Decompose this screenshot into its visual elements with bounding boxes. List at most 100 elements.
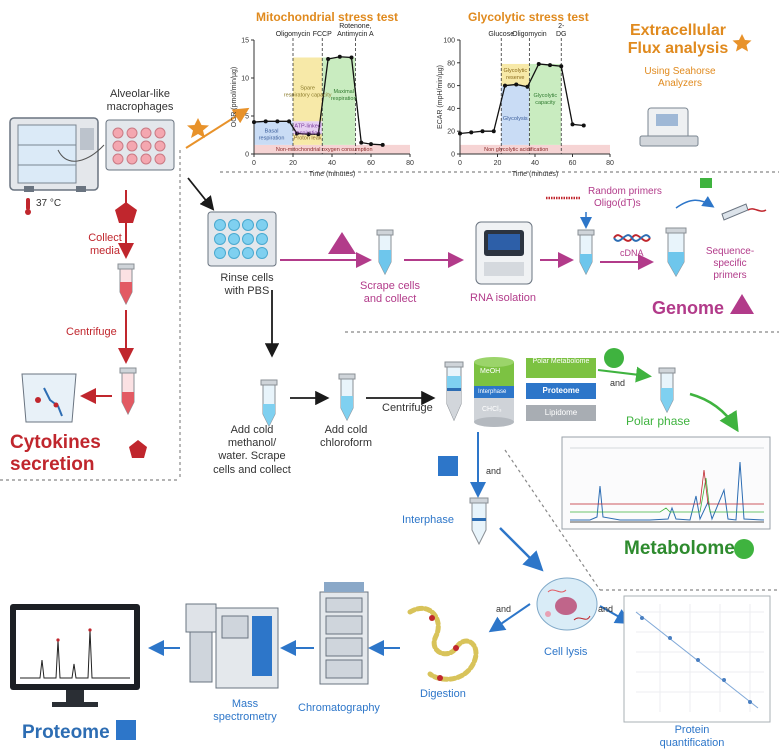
- separators: [0, 150, 779, 591]
- y-tick-label: 15: [241, 38, 249, 45]
- phase-cylinder-icon: [474, 357, 514, 427]
- proteome-box: [526, 383, 596, 399]
- x-tick-label: 80: [606, 160, 614, 167]
- proteome-square-icon: [116, 720, 136, 740]
- data-point: [337, 54, 342, 59]
- and-label-1: and: [610, 378, 626, 388]
- x-axis-label: Time (minutes): [512, 171, 558, 178]
- region-4: [293, 134, 323, 145]
- cell-lysis-label: Cell lysis: [544, 646, 588, 658]
- centrifuge-mid-label: Centrifuge: [382, 402, 433, 414]
- proteome-box-label: Proteome: [542, 386, 580, 395]
- mass-spectrometer-icon: [185, 603, 279, 689]
- y-tick-label: 60: [447, 83, 455, 90]
- region-label: reserve: [506, 75, 524, 81]
- data-point: [559, 64, 564, 69]
- tube-cdna-icon: [665, 227, 687, 278]
- data-point: [369, 142, 373, 147]
- cell-icon: [536, 577, 598, 631]
- tube-red-1-icon: [117, 263, 135, 306]
- y-tick-label: 100: [443, 38, 455, 45]
- tube-methanol-icon: [260, 379, 278, 428]
- incubator-icon: [9, 117, 99, 192]
- proteome-label: Proteome: [22, 722, 110, 743]
- x-tick-label: 40: [531, 160, 539, 167]
- region-label: Non-mitochondrial oxygen consumption: [276, 147, 373, 153]
- injection-label: 2-: [558, 23, 565, 30]
- region-label: Non glycolytic acidification: [484, 147, 548, 153]
- cdna-label: cDNA: [620, 248, 644, 258]
- tube-polar-icon: [658, 367, 676, 414]
- seahorse-analyzer-icon: [639, 107, 699, 147]
- region-label: Glycolytic: [504, 68, 528, 74]
- region-2: [501, 63, 530, 86]
- data-point: [491, 129, 496, 134]
- data-point: [252, 120, 256, 125]
- star-icon: [187, 118, 209, 138]
- region-5: [322, 57, 356, 145]
- region-label: respiration: [295, 130, 321, 136]
- data-point: [581, 123, 586, 128]
- tube-phases-icon: [444, 361, 464, 422]
- x-tick-label: 60: [367, 160, 375, 167]
- region-label: Glycolytic: [534, 93, 558, 99]
- tube-rna-icon: [577, 229, 595, 276]
- data-point: [570, 122, 575, 127]
- genome-triangle-icon: [730, 294, 754, 314]
- interphase-label: Interphase: [402, 514, 454, 526]
- triangle-icon: [328, 232, 356, 254]
- data-point: [306, 132, 311, 137]
- y-tick-label: 0: [451, 152, 455, 159]
- tube-chloroform-icon: [338, 373, 356, 422]
- x-tick-label: 80: [406, 160, 414, 167]
- region-3: [293, 121, 323, 135]
- polar-phase-label: Polar phase: [626, 414, 691, 428]
- hplc-icon: [319, 582, 369, 685]
- chcl3-label: CHCl₃: [482, 406, 502, 413]
- region-3: [529, 63, 562, 145]
- injection-label: Oligomycin: [512, 31, 547, 38]
- chromatography-label: Chromatography: [298, 702, 380, 714]
- tube-scrape-icon: [376, 229, 394, 276]
- data-point: [294, 131, 299, 136]
- data-point: [326, 57, 331, 61]
- injection-label: Antimycin A: [337, 31, 374, 38]
- lipidome-box: [526, 405, 596, 421]
- region-1: [254, 121, 293, 145]
- add-chloroform-label: Add cold chloroform: [320, 424, 372, 450]
- y-tick-label: 80: [447, 60, 455, 67]
- glyco-chart-title: Glycolytic stress test: [468, 10, 589, 24]
- metabolome-label: Metabolome: [624, 538, 735, 559]
- injection-label: Oligomycin: [276, 31, 311, 38]
- data-point: [263, 119, 268, 124]
- region-label: Spare: [300, 85, 315, 91]
- interphase-layer-label: Interphase: [478, 389, 507, 395]
- region-0: [254, 144, 410, 154]
- x-tick-label: 20: [494, 160, 502, 167]
- data-point: [503, 83, 507, 88]
- data-point: [349, 55, 354, 60]
- green-dot-icon: [604, 348, 624, 368]
- y-tick-label: 0: [245, 152, 249, 159]
- x-tick-label: 0: [252, 160, 256, 167]
- injection-label: Rotenone,: [339, 23, 371, 30]
- data-point: [514, 82, 519, 87]
- metabolome-dot-icon: [734, 539, 754, 559]
- region-0: [460, 144, 610, 154]
- tube-interphase-icon: [469, 497, 489, 546]
- data-point: [458, 131, 462, 136]
- data-point: [536, 61, 541, 66]
- region-label: ATP-linked: [294, 123, 321, 129]
- x-tick-label: 0: [458, 160, 462, 167]
- collect-media-label: Collect media: [88, 232, 122, 258]
- and-label-3: and: [496, 604, 512, 614]
- injection-label: FCCP: [313, 31, 332, 38]
- standard-curve-chart: [623, 595, 771, 723]
- oligo-dt-label: Oligo(dT)s: [594, 198, 641, 209]
- y-tick-label: 40: [447, 106, 455, 113]
- x-tick-label: 60: [569, 160, 577, 167]
- add-methanol-label: Add cold methanol/ water. Scrape cells a…: [213, 424, 291, 476]
